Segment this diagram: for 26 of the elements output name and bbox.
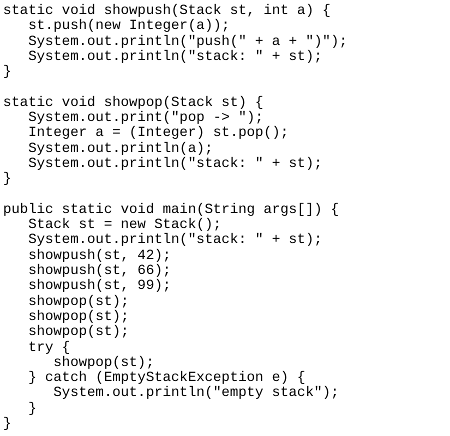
code-line: } xyxy=(27,400,37,417)
code-line: System.out.print("pop -> "); xyxy=(27,110,264,126)
code-line: showpop(st); xyxy=(27,308,130,325)
code-line: System.out.println("push(" + a + ")"); xyxy=(27,34,348,50)
code-line: try { xyxy=(27,340,70,356)
code-line: showpush(st, 66); xyxy=(27,263,172,280)
code-line: static void showpop(Stack st) { xyxy=(3,94,264,111)
code-line: Integer a = (Integer) st.pop(); xyxy=(27,125,289,142)
code-line: } xyxy=(3,171,12,188)
code-line: } catch (EmptyStackException e) { xyxy=(27,370,306,386)
code-line: } xyxy=(3,416,12,432)
code-line: showpop(st); xyxy=(27,294,130,310)
code-line: showpush(st, 99); xyxy=(27,278,172,294)
code-line: } xyxy=(3,64,12,80)
code-line: Stack st = new Stack(); xyxy=(27,217,222,234)
code-line: System.out.println("stack: " + st); xyxy=(27,48,322,65)
code-line: public static void main(String args[]) { xyxy=(3,202,340,218)
code-line: System.out.println("stack: " + st); xyxy=(27,232,322,248)
code-line: st.push(new Integer(a)); xyxy=(27,18,230,34)
code-line: System.out.println("stack: " + st); xyxy=(27,156,322,172)
code-line: System.out.println(a); xyxy=(27,140,214,157)
code-line: showpush(st, 42); xyxy=(27,248,172,264)
code-line: static void showpush(Stack st, int a) { xyxy=(3,3,331,19)
code-line: showpop(st); xyxy=(27,324,130,340)
code-line: showpop(st); xyxy=(53,354,154,371)
code-line: System.out.println("empty stack"); xyxy=(52,385,340,402)
